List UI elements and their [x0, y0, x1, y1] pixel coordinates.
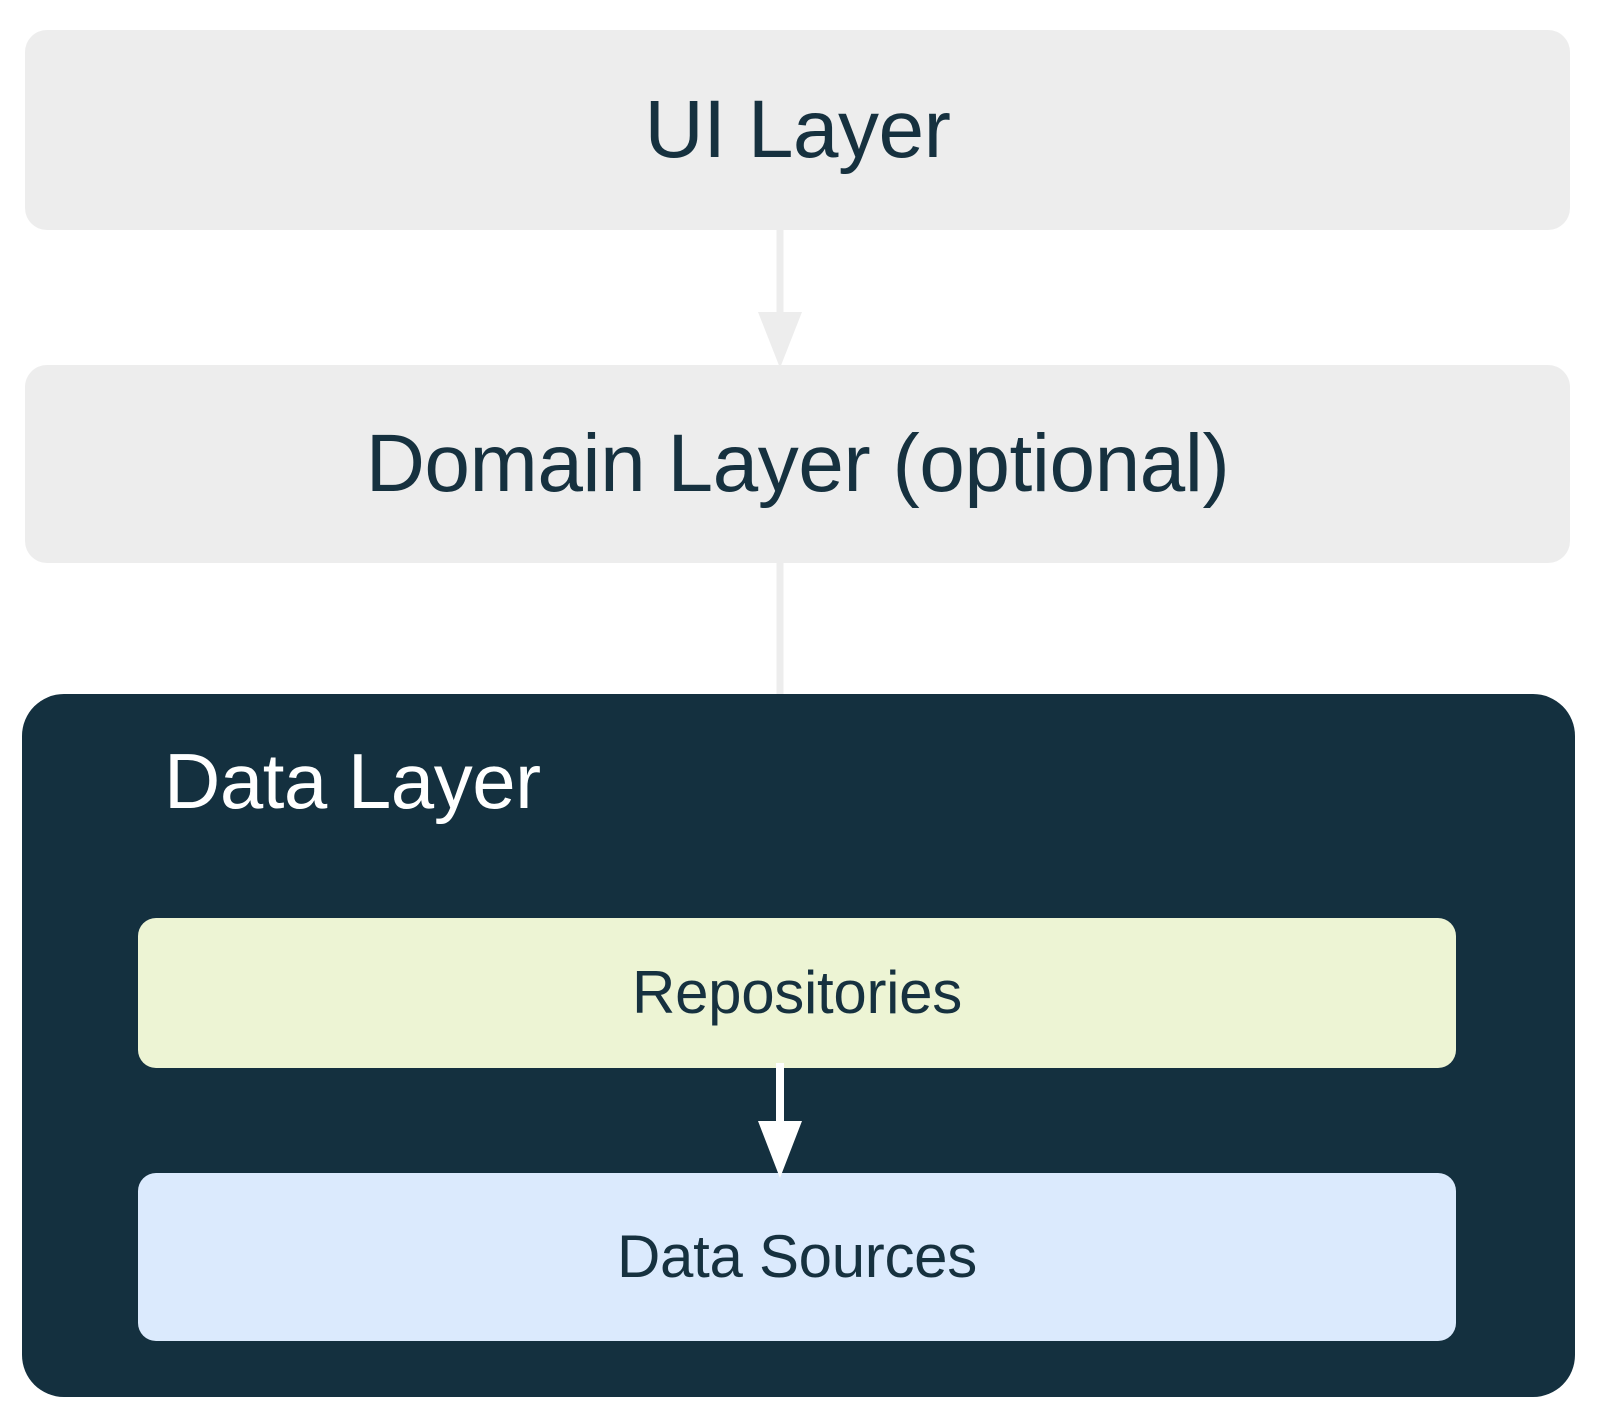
- data-layer-label: Data Layer: [164, 737, 541, 825]
- data-sources-label: Data Sources: [617, 1223, 977, 1290]
- arrow-repositories-to-data-sources-icon: [757, 1063, 803, 1178]
- domain-layer-box[interactable]: Domain Layer (optional): [25, 365, 1570, 563]
- arrow-ui-to-domain-icon: [757, 228, 803, 368]
- repositories-box[interactable]: Repositories: [138, 918, 1456, 1068]
- ui-layer-box[interactable]: UI Layer: [25, 30, 1570, 230]
- repositories-label: Repositories: [632, 959, 962, 1026]
- ui-layer-label: UI Layer: [644, 84, 951, 175]
- domain-layer-label: Domain Layer (optional): [365, 418, 1230, 509]
- data-sources-box[interactable]: Data Sources: [138, 1173, 1456, 1341]
- data-layer-box[interactable]: Data Layer Repositories Data Sources: [22, 694, 1575, 1397]
